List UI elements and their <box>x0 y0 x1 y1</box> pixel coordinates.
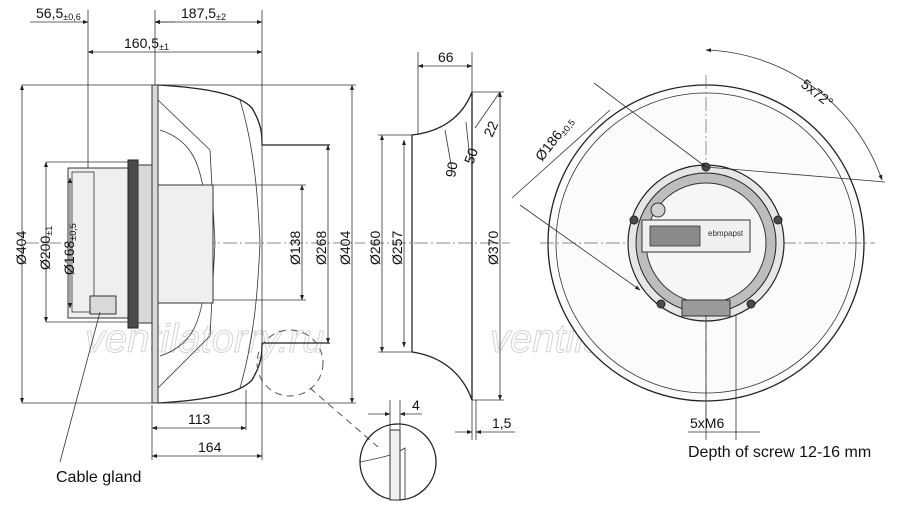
angle-ray <box>705 166 886 183</box>
leader-186-upper <box>593 82 707 168</box>
detail-circle-side <box>256 329 324 397</box>
motor-flange <box>127 159 139 329</box>
dim-186: Ø186±0,5 <box>532 113 577 164</box>
screw-hole-5 <box>629 215 639 225</box>
dim-angle: 5x72° <box>798 76 836 111</box>
dim-90: 90 <box>442 160 460 178</box>
screw-hole-2 <box>773 215 783 225</box>
blade-edge <box>239 99 261 389</box>
shroud-bottom <box>157 342 263 404</box>
dim-160: 160,5±1 <box>124 35 169 52</box>
motor-body <box>67 167 131 319</box>
angle-arc <box>705 48 883 181</box>
dim-260: Ø260 <box>367 231 383 265</box>
dim-138: Ø138 <box>287 231 303 265</box>
dim-113: 113 <box>188 411 211 427</box>
screw-depth-note: Depth of screw 12-16 mm <box>688 444 871 461</box>
screw-hole-3 <box>746 299 756 309</box>
detail-ring <box>389 429 401 501</box>
detail-leader <box>309 387 379 448</box>
shroud-top <box>157 84 263 146</box>
dim-187: 187,5±2 <box>181 5 226 22</box>
dim-22: 22 <box>480 118 501 139</box>
screw-hole-4 <box>656 299 666 309</box>
nozzle-view: 66 22 50 90 Ø260 Ø257 Ø370 1,5 <box>367 49 515 440</box>
dim-56: 56,5±0,6 <box>36 5 81 22</box>
cable-gland-front <box>681 299 731 317</box>
dim-164: 164 <box>198 439 222 455</box>
leader-22 <box>474 91 501 129</box>
cable-gland <box>89 295 117 315</box>
cable-gland-label: Cable gland <box>56 469 141 486</box>
dim-404-right: Ø404 <box>337 231 353 265</box>
dim-168: Ø168±0,5 <box>61 223 78 275</box>
dim-screw: 5xM6 <box>690 415 724 431</box>
inlet-edges <box>262 144 330 344</box>
inner-hub <box>157 184 214 304</box>
dim-4: 4 <box>412 397 420 413</box>
dim-200: Ø200±1 <box>37 226 54 270</box>
dim-404-left: Ø404 <box>13 231 29 265</box>
dim-66: 66 <box>438 49 454 65</box>
impeller-backplate <box>151 84 159 404</box>
brand-plate-text: ebmpapst <box>708 229 744 238</box>
inlet-nozzle <box>411 91 473 401</box>
side-view: Ø404 Ø200±1 Ø168±0,5 Ø138 Ø268 Ø404 56,5… <box>13 5 379 486</box>
leader-90 <box>444 129 453 171</box>
detail-profile <box>359 447 406 500</box>
dim-257: Ø257 <box>389 231 405 265</box>
front-view: ebmpapst Ø186±0,5 5x72° 5xM6 Depth of sc… <box>511 48 886 461</box>
dim-50: 50 <box>461 146 481 166</box>
capacitor <box>650 202 666 218</box>
dim-370: Ø370 <box>485 231 501 265</box>
blade-outline <box>157 99 216 389</box>
detail-view: 4 <box>359 397 437 501</box>
leader-186-lower <box>519 204 641 291</box>
cable-gland-leader <box>59 311 101 463</box>
dim-15: 1,5 <box>492 415 512 431</box>
connector-block <box>649 225 701 247</box>
motor-cover <box>71 171 95 313</box>
watermark-left: ventilatorry.ru <box>85 317 324 361</box>
dim-268: Ø268 <box>313 231 329 265</box>
leader-186-ext <box>511 109 611 199</box>
leader-50 <box>465 121 471 161</box>
